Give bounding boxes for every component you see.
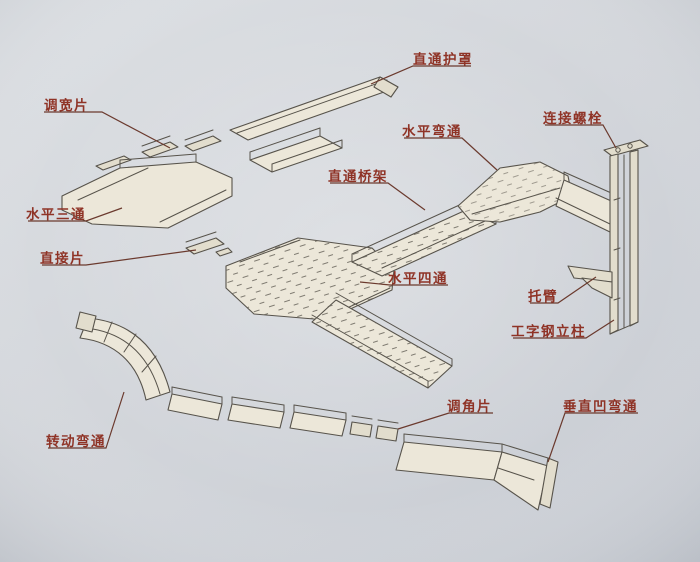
part-straight-tray: [351, 201, 497, 277]
part-bracket-arm: [567, 265, 613, 299]
label-bracket-arm: 托臂: [528, 289, 558, 304]
label-rotating-bend: 转动弯通: [46, 434, 106, 449]
label-connect-bolt: 连接螺栓: [543, 111, 603, 126]
label-straight-cover: 直通护罩: [413, 52, 473, 67]
label-horizontal-bend: 水平弯通: [402, 124, 462, 139]
label-direct-piece: 直接片: [40, 251, 85, 266]
part-ibeam-column: [603, 139, 649, 335]
label-angle-adjust: 调角片: [447, 399, 492, 414]
part-rotating-bend: [75, 311, 171, 401]
label-horizontal-tee: 水平三通: [26, 207, 86, 222]
label-horizontal-cross: 水平四通: [388, 271, 448, 286]
label-ibeam-column: 工字钢立柱: [511, 324, 586, 339]
part-straight-cover: [229, 76, 399, 141]
part-tray-down-right: [311, 292, 453, 389]
part-angle-adjust-pieces: [349, 415, 399, 442]
part-horizontal-tee: [61, 153, 233, 229]
part-vertical-concave-bend: [395, 433, 559, 511]
label-vertical-concave-bend: 垂直凹弯通: [563, 399, 638, 414]
label-straight-tray: 直通桥架: [328, 169, 388, 184]
leader-lines: [28, 65, 638, 463]
part-tray-segment-top: [249, 127, 343, 173]
part-horizontal-bend: [457, 161, 573, 223]
part-chain-segments: [167, 386, 347, 437]
label-width-adjust: 调宽片: [44, 98, 89, 113]
